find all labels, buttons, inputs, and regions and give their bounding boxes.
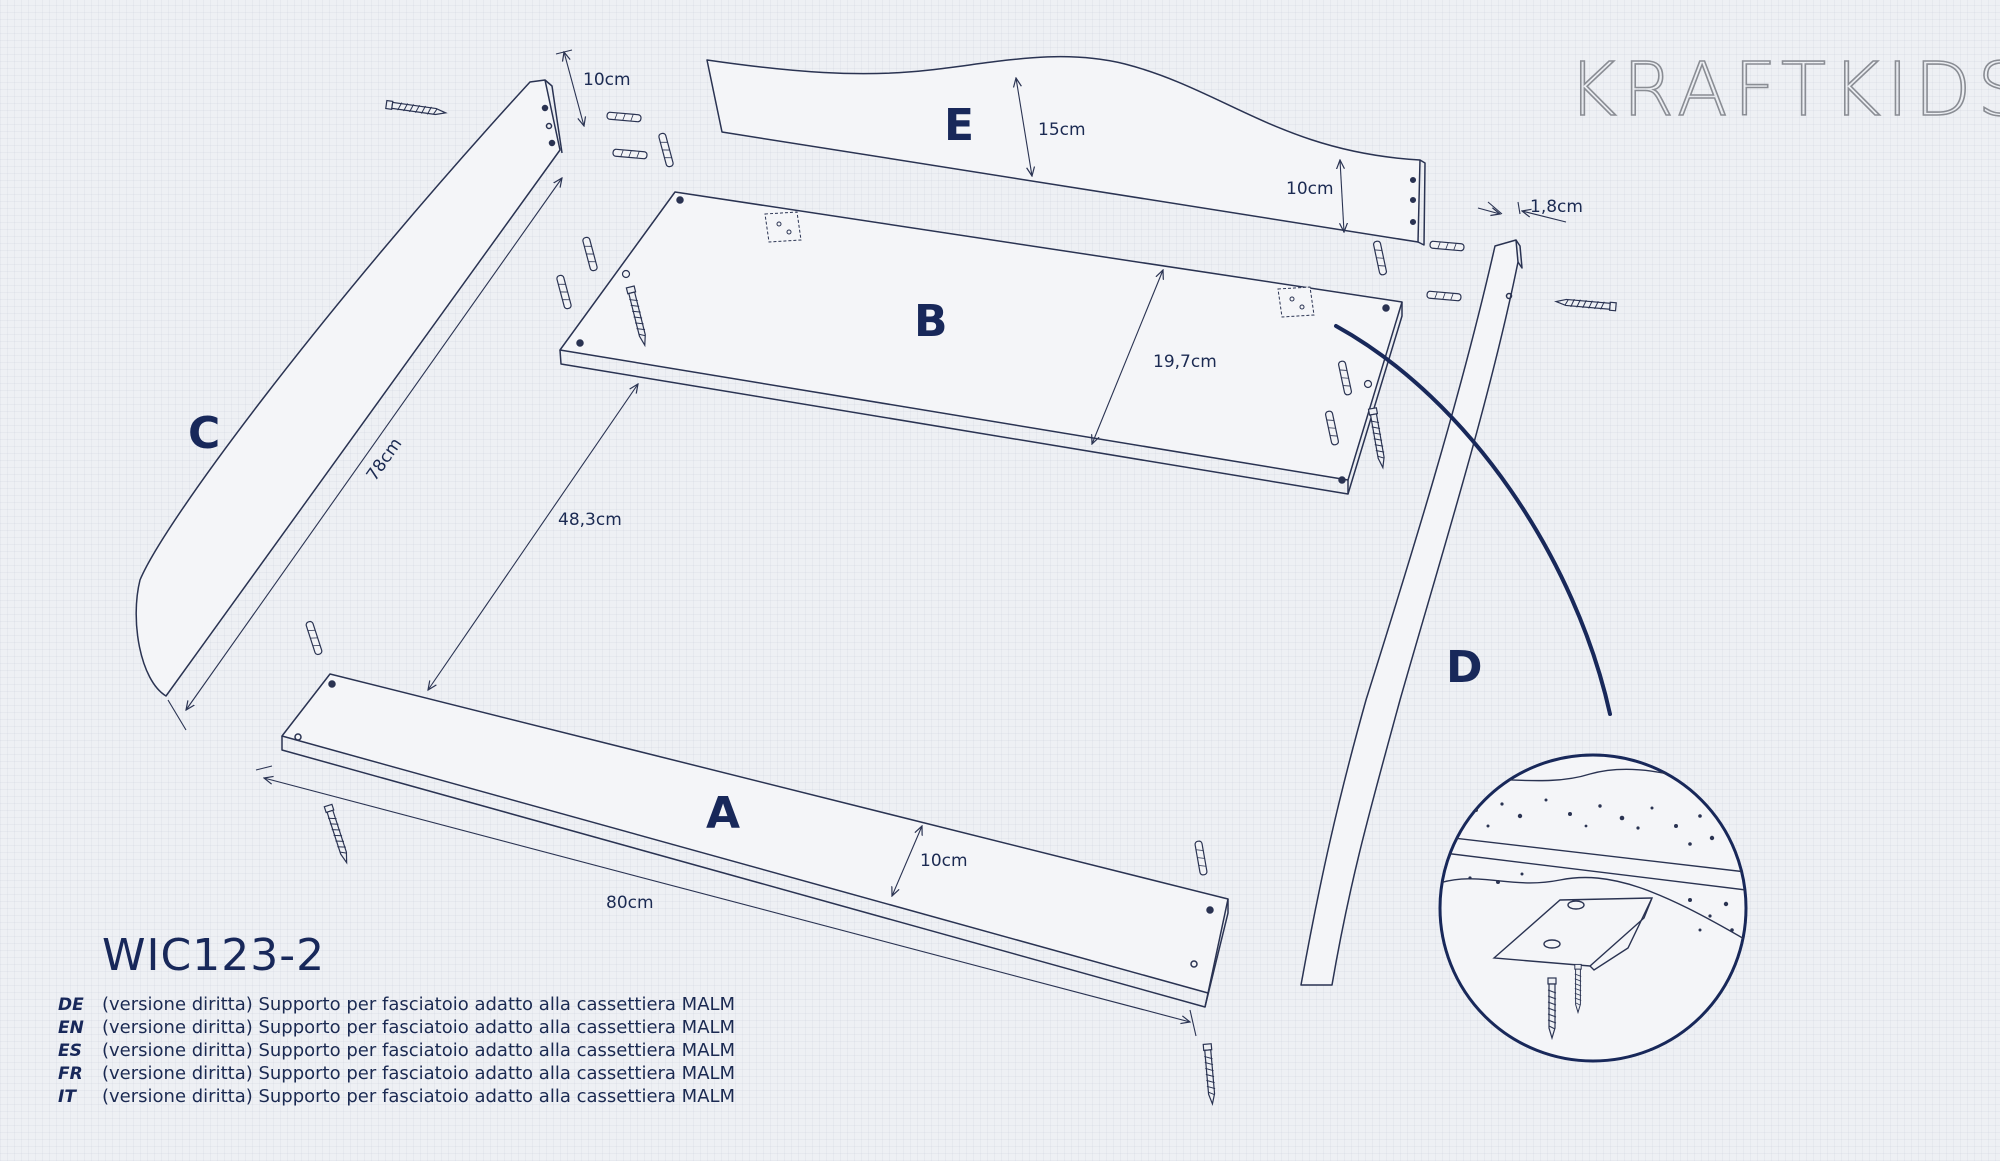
screw-icon	[385, 99, 447, 118]
bracket-detail-inset	[1438, 753, 1748, 1063]
dim-line-part-a-length	[264, 778, 1190, 1022]
product-description-list: DE (versione diritta) Supporto per fascia…	[58, 993, 735, 1108]
dowel-icon	[606, 111, 642, 123]
detail-screw-icon	[1574, 963, 1582, 1013]
dim-label-part-b-to-a: 48,3cm	[558, 510, 622, 530]
language-code: ES	[58, 1041, 82, 1061]
description-text: (versione diritta) Supporto per fasciato…	[102, 1086, 736, 1107]
part-e-board	[706, 55, 1426, 246]
dowel-icon	[1372, 240, 1388, 276]
part-a-board	[281, 673, 1229, 1008]
part-d-board	[1300, 239, 1523, 986]
detail-screw-icon	[1547, 977, 1557, 1039]
screw-icon	[323, 803, 352, 865]
description-row-it: IT (versione diritta) Supporto per fascia…	[58, 1085, 735, 1108]
dim-label-part-b-depth: 19,7cm	[1153, 352, 1217, 372]
part-c-board	[135, 79, 563, 697]
description-row-de: DE (versione diritta) Supporto per fascia…	[58, 993, 735, 1016]
description-text: (versione diritta) Supporto per fasciato…	[102, 1017, 736, 1038]
language-code: IT	[58, 1087, 76, 1107]
part-label-a: A	[706, 788, 740, 839]
product-code: WIC123-2	[102, 930, 326, 981]
part-b-board	[559, 191, 1403, 495]
description-row-en: EN (versione diritta) Supporto per fascia…	[58, 1016, 735, 1039]
dowel-icon	[657, 132, 675, 168]
description-text: (versione diritta) Supporto per fasciato…	[102, 1040, 736, 1061]
brand-logo: KRAFTKIDS	[1568, 47, 2000, 133]
detail-leader-curve	[1334, 324, 1612, 716]
description-row-es: ES (versione diritta) Supporto per fascia…	[58, 1039, 735, 1062]
part-label-c: C	[188, 408, 220, 459]
language-code: EN	[58, 1018, 84, 1038]
dim-label-part-c-height: 10cm	[583, 70, 631, 90]
part-label-d: D	[1446, 642, 1483, 693]
dowel-icon	[612, 148, 648, 160]
dowel-icon	[1426, 290, 1462, 302]
dim-label-part-a-height: 10cm	[920, 851, 968, 871]
dim-line-part-b-depth	[1092, 270, 1163, 444]
dim-label-part-c-length: 78cm	[363, 434, 407, 484]
description-text: (versione diritta) Supporto per fasciato…	[102, 994, 736, 1015]
dim-line-part-c-length	[186, 178, 562, 710]
language-code: DE	[58, 995, 84, 1015]
dim-line-part-e-height-min	[1340, 160, 1344, 232]
dowel-icon	[1429, 240, 1465, 252]
language-code: FR	[58, 1064, 83, 1084]
bracket-left-icon	[764, 211, 802, 243]
dim-line-part-b-to-a	[428, 384, 638, 690]
dim-label-part-e-height-max: 15cm	[1038, 120, 1086, 140]
dim-line-part-e-height-max	[1016, 78, 1032, 176]
dim-label-part-a-length: 80cm	[606, 893, 654, 913]
screw-icon	[1367, 407, 1388, 469]
dowel-icon	[1194, 840, 1208, 876]
dim-line-part-c-height	[564, 52, 584, 126]
description-text: (versione diritta) Supporto per fasciato…	[102, 1063, 736, 1084]
screw-icon	[1555, 296, 1617, 312]
part-label-b: B	[914, 296, 948, 347]
dowel-icon	[581, 236, 599, 272]
screw-icon	[1202, 1043, 1218, 1105]
description-row-fr: FR (versione diritta) Supporto per fascia…	[58, 1062, 735, 1085]
part-label-e: E	[944, 100, 974, 151]
dowel-icon	[555, 274, 573, 310]
dim-label-part-d-thickness: 1,8cm	[1530, 197, 1583, 217]
dowel-icon	[304, 620, 324, 656]
bracket-right-icon	[1277, 286, 1315, 318]
dim-label-part-e-height-min: 10cm	[1286, 179, 1334, 199]
